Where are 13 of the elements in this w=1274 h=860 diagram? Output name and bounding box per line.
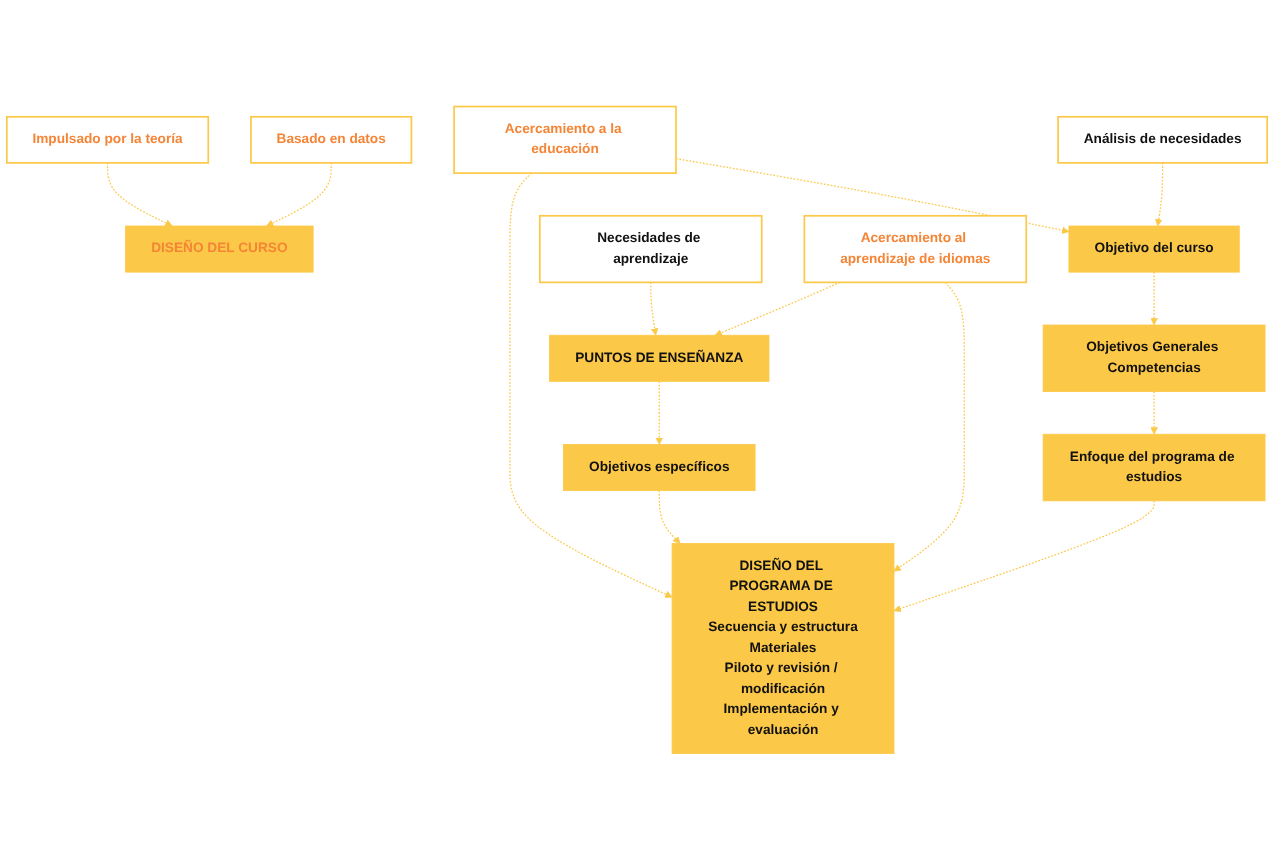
arrow [106, 162, 173, 227]
arrow [1150, 271, 1158, 326]
arrow [893, 500, 1155, 613]
arrow [509, 172, 673, 598]
arrow [650, 281, 659, 336]
arrow [655, 380, 664, 445]
arrow [658, 489, 681, 544]
arrow [893, 281, 965, 572]
arrow [1150, 390, 1158, 435]
arrow [266, 162, 332, 227]
arrow [675, 158, 1070, 234]
arrow [1155, 162, 1164, 227]
arrow [714, 281, 841, 337]
